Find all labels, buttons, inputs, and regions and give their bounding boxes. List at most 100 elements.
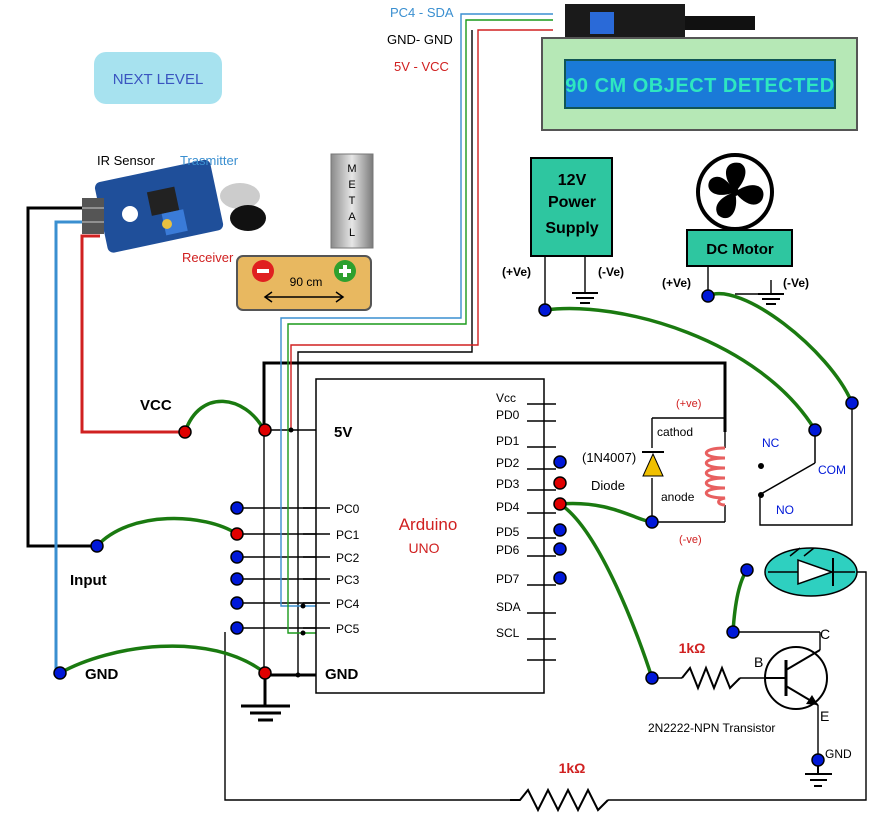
connection-dot (538, 303, 552, 317)
power-supply-pos: (+Ve) (502, 265, 531, 279)
connection-dot (258, 423, 272, 437)
range-indicator (236, 255, 372, 311)
connection-dot (645, 515, 659, 529)
transistor-b-label: B (754, 654, 763, 670)
connection-dot (553, 497, 567, 511)
relay-com-label: COM (818, 463, 846, 477)
lcd-wire-vcc-label: 5V - VCC (394, 59, 449, 74)
receiver-label: Receiver (182, 250, 234, 265)
diode-part-label: (1N4007) (582, 450, 636, 465)
relay-no-label: NO (776, 503, 794, 517)
connection-dot (230, 621, 244, 635)
ground-symbol-main (241, 675, 290, 722)
arduino-left-pin-label: PC5 (336, 622, 360, 636)
lcd-wire-gnd-label: GND- GND (387, 32, 453, 47)
connection-dot (258, 666, 272, 680)
junction-dot (288, 427, 294, 433)
vcc-label: VCC (140, 397, 172, 414)
arduino-left-pin-label: PC1 (336, 528, 360, 542)
connection-dot (808, 423, 822, 437)
transistor-c-label: C (820, 626, 830, 642)
metal-letter: T (349, 195, 356, 207)
connection-dot (740, 563, 754, 577)
next-level-badge (94, 52, 222, 104)
resistor-base (681, 665, 741, 691)
npn-transistor-icon (764, 646, 828, 710)
arduino-left-pin-label: PC2 (336, 551, 360, 565)
arduino-right-pin-label: SDA (496, 600, 521, 614)
resistor-bottom-label: 1kΩ (559, 760, 586, 776)
connection-dot (811, 753, 825, 767)
five-v-label: 5V (334, 424, 352, 441)
arduino-left-pin-label: PC3 (336, 573, 360, 587)
relay-coil (704, 446, 726, 507)
connection-dot (553, 476, 567, 490)
arduino-right-pin-label: PD1 (496, 434, 520, 448)
arduino-name: Arduino (399, 515, 458, 534)
motor-neg: (-Ve) (783, 276, 809, 290)
arduino-right-pin-label: Vcc (496, 391, 516, 405)
power-supply-box (530, 157, 613, 257)
ground-symbol-supply (572, 292, 598, 304)
metal-letter: M (347, 163, 356, 175)
gnd-right-label: GND (825, 747, 852, 761)
connection-dot (53, 666, 67, 680)
green-wires (59, 292, 854, 679)
arduino-right-pin-label: PD7 (496, 572, 520, 586)
arduino-right-pin-label: SCL (496, 626, 520, 640)
arduino-board (315, 378, 545, 694)
transistor-e-label: E (820, 708, 829, 724)
arduino-right-pin-label: PD6 (496, 543, 520, 557)
gnd-center-label: GND (325, 666, 359, 683)
range-label: 90 cm (290, 275, 323, 289)
arduino-left-pin-label: PC0 (336, 502, 360, 516)
gnd-left-label: GND (85, 666, 119, 683)
connection-dot (90, 539, 104, 553)
power-supply-neg: (-Ve) (598, 265, 624, 279)
connection-dot (845, 396, 859, 410)
transmitter-label: Trasmitter (180, 153, 239, 168)
connection-dot (230, 596, 244, 610)
lcd-wire-sda-label: PC4 - SDA (390, 5, 454, 20)
connection-dot (553, 571, 567, 585)
junction-dot (300, 630, 306, 636)
connection-dot (230, 501, 244, 515)
lcd-text: 90 CM OBJECT DETECTED (565, 75, 834, 97)
connection-dots (53, 289, 859, 767)
arduino-right-pin-label: PD3 (496, 477, 520, 491)
arduino-model: UNO (408, 540, 439, 556)
power-supply-line3: Supply (545, 220, 598, 237)
fan-icon (696, 153, 774, 231)
junction-dot (300, 603, 306, 609)
connection-dot (230, 572, 244, 586)
connection-dot (178, 425, 192, 439)
relay-minus-label: (-ve) (679, 534, 702, 546)
arduino-right-pin-label: PD2 (496, 456, 520, 470)
metal-letter: E (348, 179, 355, 191)
lcd-display (541, 4, 858, 131)
power-supply-line2: Power (548, 194, 596, 211)
relay-switch (758, 432, 816, 498)
connection-dot (726, 625, 740, 639)
arduino-right-pin-label: PD4 (496, 500, 520, 514)
arduino-right-pin-label: PD5 (496, 525, 520, 539)
connection-dot (701, 289, 715, 303)
input-label: Input (70, 572, 107, 589)
connection-dot (553, 523, 567, 537)
resistor-base-label: 1kΩ (679, 640, 706, 656)
diode-anode-label: anode (661, 490, 695, 504)
connection-dot (230, 527, 244, 541)
connection-dot (553, 542, 567, 556)
diode-symbol (642, 451, 664, 477)
relay-plus-label: (+ve) (676, 398, 701, 410)
metal-letter: A (348, 211, 356, 223)
dc-motor-label: DC Motor (706, 241, 774, 258)
arduino-right-pin-label: PD0 (496, 408, 520, 422)
connection-dot (645, 671, 659, 685)
next-level-label: NEXT LEVEL (113, 71, 204, 88)
relay-nc-label: NC (762, 436, 780, 450)
